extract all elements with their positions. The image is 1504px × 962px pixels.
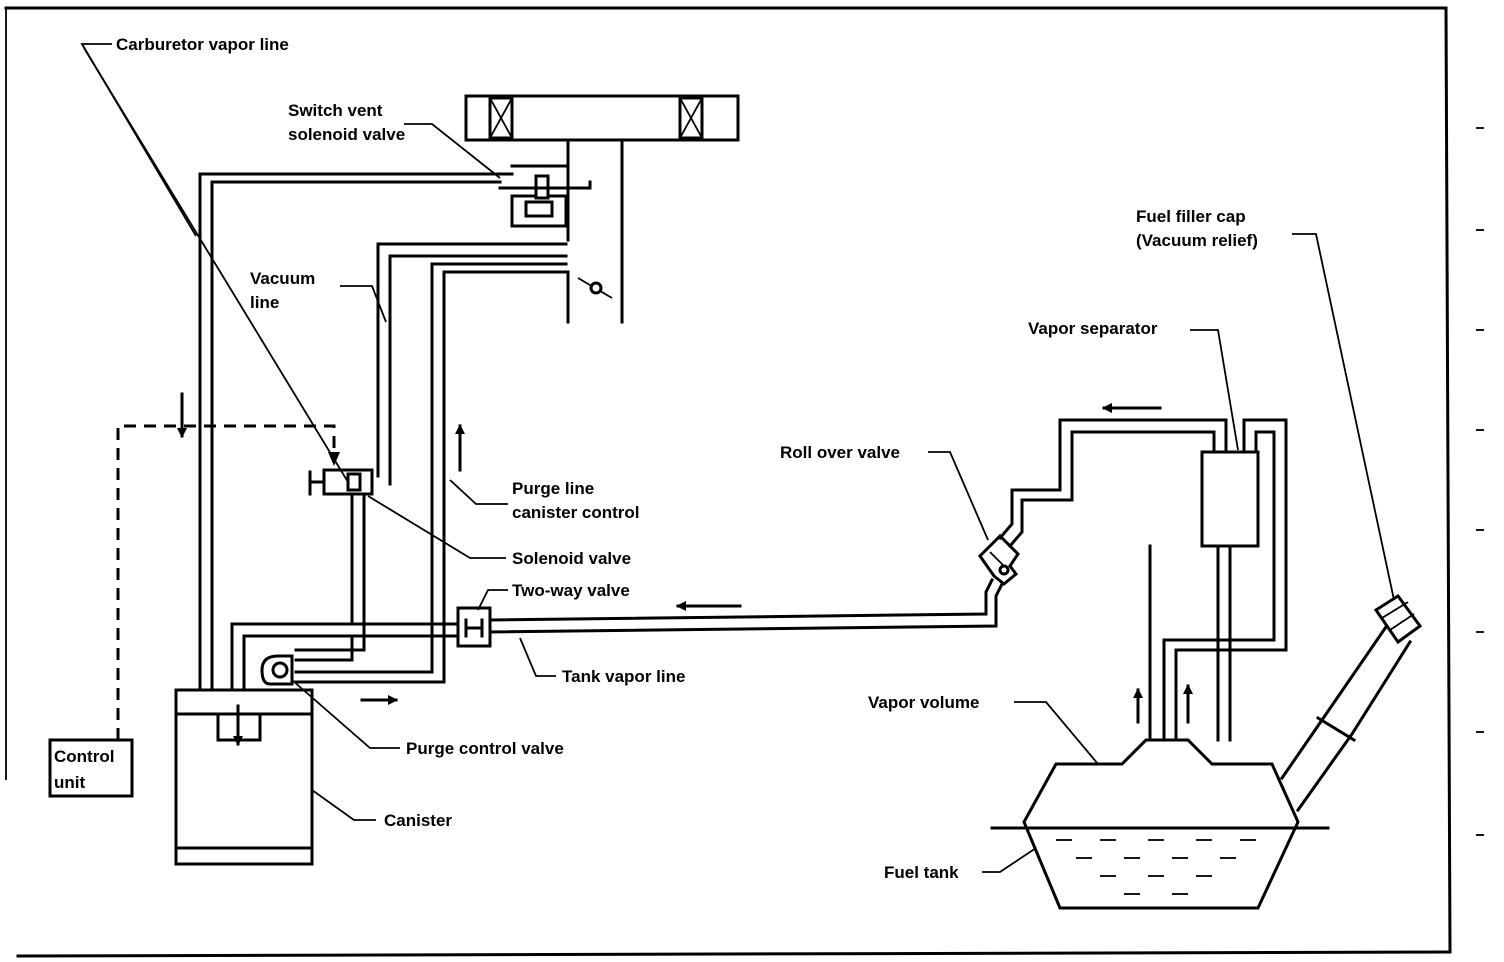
air-cleaner bbox=[464, 94, 740, 142]
roll-over-valve bbox=[978, 533, 1020, 586]
label-vapor-volume: Vapor volume bbox=[868, 693, 979, 712]
vapor-separator-body bbox=[1148, 418, 1288, 742]
switch-vent-solenoid-valve bbox=[498, 164, 592, 228]
label-vacuum-line-2: line bbox=[250, 293, 279, 312]
canister-body bbox=[174, 688, 314, 866]
label-solenoid-valve: Solenoid valve bbox=[512, 549, 631, 568]
carburetor-body bbox=[566, 138, 624, 324]
purge-control-valve bbox=[260, 654, 294, 686]
fuel-filler-neck bbox=[1279, 593, 1423, 813]
label-control-unit-2: unit bbox=[54, 773, 85, 792]
control-unit-box bbox=[48, 738, 134, 798]
roll-over-to-separator-line bbox=[997, 418, 1228, 549]
label-purge-line-2: canister control bbox=[512, 503, 640, 522]
label-switch-vent-2: solenoid valve bbox=[288, 125, 405, 144]
label-tank-vapor-line: Tank vapor line bbox=[562, 667, 685, 686]
flow-arrows bbox=[177, 392, 1193, 746]
tank-vapor-line bbox=[488, 577, 1005, 634]
label-canister: Canister bbox=[384, 811, 452, 830]
label-two-way-valve: Two-way valve bbox=[512, 581, 630, 600]
label-control-unit-1: Control bbox=[54, 747, 114, 766]
label-vapor-separator: Vapor separator bbox=[1028, 319, 1158, 338]
solenoid-valve bbox=[294, 468, 374, 662]
label-fuel-filler-cap-1: Fuel filler cap bbox=[1136, 207, 1246, 226]
canister-top-lines bbox=[230, 622, 460, 692]
purge-line bbox=[294, 262, 568, 684]
leader-lines bbox=[80, 43, 1395, 873]
label-fuel-filler-cap-2: (Vacuum relief) bbox=[1136, 231, 1258, 250]
page-border bbox=[4, 6, 1452, 958]
vacuum-line bbox=[376, 242, 568, 486]
label-carburetor-vapor-line: Carburetor vapor line bbox=[116, 35, 289, 54]
label-switch-vent-1: Switch vent bbox=[288, 101, 383, 120]
margin-marks bbox=[1476, 127, 1484, 836]
carburetor-vapor-line bbox=[198, 172, 514, 692]
label-purge-line-1: Purge line bbox=[512, 479, 594, 498]
label-fuel-tank: Fuel tank bbox=[884, 863, 959, 882]
label-roll-over-valve: Roll over valve bbox=[780, 443, 900, 462]
label-vacuum-line-1: Vacuum bbox=[250, 269, 315, 288]
fuel-tank-body bbox=[990, 738, 1330, 910]
label-purge-control-valve: Purge control valve bbox=[406, 739, 564, 758]
two-way-valve-body bbox=[456, 606, 492, 648]
